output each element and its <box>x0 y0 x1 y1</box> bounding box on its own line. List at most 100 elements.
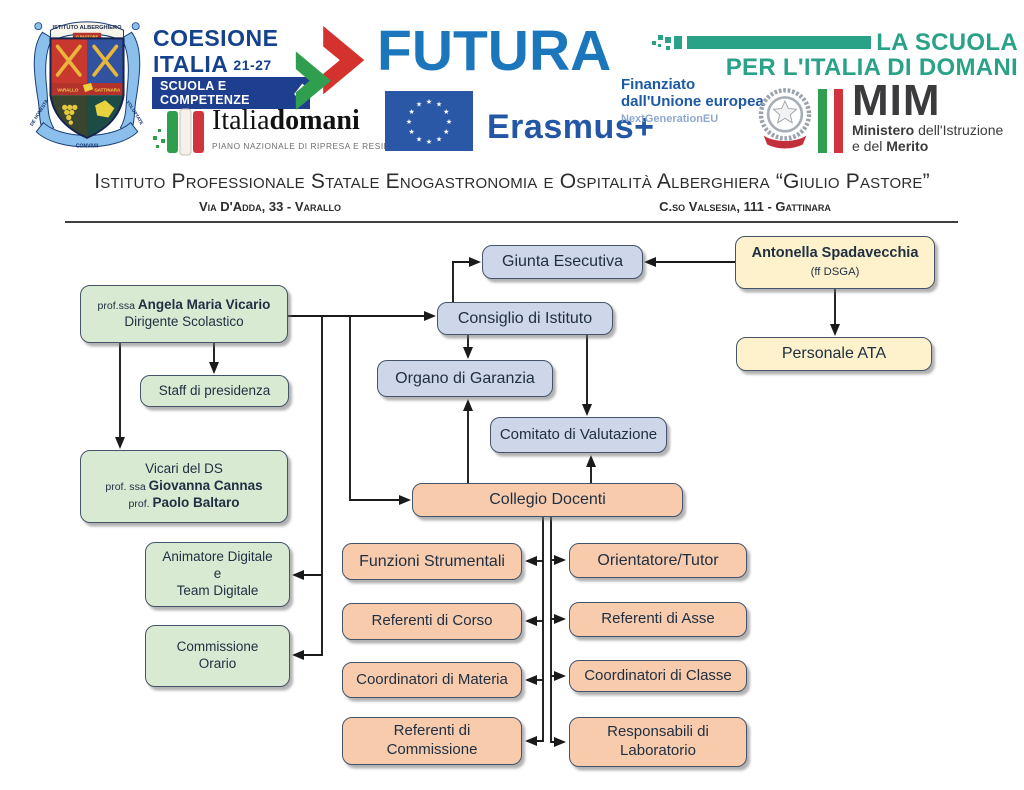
box-orientatore: Orientatore/Tutor <box>569 543 747 578</box>
box-animatore-line: Team Digitale <box>176 582 259 598</box>
mim-edel: e del <box>852 137 887 154</box>
box-comitato-line: Comitato di Valutazione <box>499 425 658 443</box>
coesione-banner: SCUOLA E COMPETENZE <box>152 77 310 109</box>
svg-text:★: ★ <box>446 118 452 126</box>
box-funzioni-line: Funzioni Strumentali <box>359 552 505 570</box>
teal-bar <box>687 36 872 50</box>
svg-text:★: ★ <box>406 118 412 126</box>
box-dirigente-line: prof.ssa Angela Maria Vicario <box>97 297 271 313</box>
italiadomani-regular: Italia <box>212 105 270 136</box>
arrow-consiglio-to-giunta <box>452 257 481 302</box>
mim-merito-line: e del Merito <box>852 138 1003 154</box>
svg-text:★: ★ <box>426 138 432 146</box>
box-collegio: Collegio Docenti <box>412 483 683 517</box>
arrow-spine-right-resp-lab <box>550 517 566 747</box>
mim-acronym: MIM <box>852 76 941 125</box>
address-varallo: Via D'Adda, 33 - Varallo <box>198 199 342 214</box>
svg-text:★: ★ <box>409 108 415 116</box>
coesione-title: COESIONE <box>153 25 279 51</box>
box-giunta-line: Giunta Esecutiva <box>502 253 623 271</box>
arrow-branch-to-collegio <box>349 316 411 505</box>
pnrr-tagline: PIANO NAZIONALE DI RIPRESA E RESILIENZA <box>212 141 417 151</box>
box-consiglio-line: Consiglio di Istituto <box>457 309 593 327</box>
italy-emblem-icon <box>758 88 812 149</box>
lascuola-line2: PER L'ITALIA DI DOMANI <box>725 54 1018 82</box>
box-ref-asse: Referenti di Asse <box>569 602 747 637</box>
svg-text:★: ★ <box>436 101 442 109</box>
box-ref-corso: Referenti di Corso <box>342 603 522 640</box>
svg-text:★: ★ <box>416 135 422 143</box>
box-comitato: Comitato di Valutazione <box>490 417 667 453</box>
address-gattinara: C.so Valsesia, 111 - Gattinara <box>659 199 831 214</box>
box-coord-materia: Coordinatori di Materia <box>342 662 522 698</box>
box-funzioni: Funzioni Strumentali <box>342 543 522 580</box>
box-ref-commissione-line: Referenti di <box>393 722 471 740</box>
institute-title: Istituto Professionale Statale Enogastro… <box>94 170 930 193</box>
mim-istruzione: dell'Istruzione <box>914 121 1004 138</box>
banner-scuola: SCUOLA E <box>160 79 227 93</box>
box-coord-materia-line: Coordinatori di Materia <box>356 670 508 688</box>
svg-text:★: ★ <box>409 128 415 136</box>
italiadomani-brand: Italiadomani <box>212 105 360 137</box>
box-coord-classe-line: Coordinatori di Classe <box>584 666 732 684</box>
banner-competenze: COMPETENZE <box>160 93 250 107</box>
box-organo-line: Organo di Garanzia <box>395 369 535 387</box>
arrow-branch-to-commissione-orario <box>292 316 323 660</box>
box-commissione-orario-line: Commissione <box>176 639 259 655</box>
svg-text:★: ★ <box>426 98 432 106</box>
crest-band-varallo: VARALLO <box>57 88 79 93</box>
box-organo: Organo di Garanzia <box>377 360 553 397</box>
box-resp-lab-line: Responsabili di <box>607 723 709 741</box>
box-giunta: Giunta Esecutiva <box>482 245 643 279</box>
mim-merito: Merito <box>886 137 929 154</box>
box-dirigente-line: Dirigente Scolastico <box>124 314 244 329</box>
mim-ministero: Ministero <box>852 121 915 138</box>
lascuola-line1: LA SCUOLA <box>876 29 1018 56</box>
mim-ministry-line: Ministero dell'Istruzione <box>852 122 1003 138</box>
box-commissione-orario-line: Orario <box>198 656 237 671</box>
eu-flag-icon: ★★★ ★★★ ★★★ ★★★ <box>385 91 473 151</box>
pixel-decor-icon <box>652 34 682 50</box>
crest-band-gattinara: GATTINARA <box>94 88 121 93</box>
italiadomani-bold: domani <box>269 105 360 136</box>
box-orientatore-line: Orientatore/Tutor <box>597 551 719 569</box>
italiadomani-flag-icon <box>153 108 204 156</box>
coesione-italia: ITALIA <box>153 51 229 77</box>
box-dsga: Antonella Spadavecchia(ff DSGA) <box>735 236 935 289</box>
box-consiglio: Consiglio di Istituto <box>437 302 613 335</box>
box-ata: Personale ATA <box>736 337 932 371</box>
crest-pastore: G.PASTORE <box>76 35 99 39</box>
box-coord-classe: Coordinatori di Classe <box>569 660 747 692</box>
futura-logo: FUTURA <box>377 19 612 83</box>
box-dsga-line: Antonella Spadavecchia <box>751 244 919 261</box>
box-animatore-line: e <box>213 566 222 582</box>
box-vicari-line: prof. ssa Giovanna Cannas <box>105 478 263 494</box>
box-vicari-line: prof. Paolo Baltaro <box>128 494 240 510</box>
funding-line1: Finanziato <box>621 76 696 93</box>
nextgeneu-label: NextGenerationEU <box>621 112 719 125</box>
crest-motto-center: CONVIVII <box>76 143 99 149</box>
svg-text:★: ★ <box>443 108 449 116</box>
box-staff-line: Staff di presidenza <box>158 382 271 398</box>
svg-text:★: ★ <box>443 128 449 136</box>
school-crest: ISTITUTO ALBERGHIERO G.PASTORE VARALLO G… <box>29 21 144 149</box>
crest-school-name: ISTITUTO ALBERGHIERO <box>52 25 122 31</box>
box-resp-lab-line: Laboratorio <box>620 742 696 759</box>
arrow-spine-left-ref-commissione <box>525 517 544 746</box>
lascuola-logo: LA SCUOLA PER L'ITALIA DI DOMANI <box>652 30 1018 80</box>
header-logos: ISTITUTO ALBERGHIERO G.PASTORE VARALLO G… <box>0 0 1024 165</box>
funding-line2: dall'Unione europea <box>621 92 764 110</box>
box-ata-line: Personale ATA <box>781 345 887 363</box>
mim-logo: MIM Ministero dell'Istruzione e del Meri… <box>852 76 1003 154</box>
eu-funding-text: Finanziato dall'Unione europea NextGener… <box>621 76 764 125</box>
